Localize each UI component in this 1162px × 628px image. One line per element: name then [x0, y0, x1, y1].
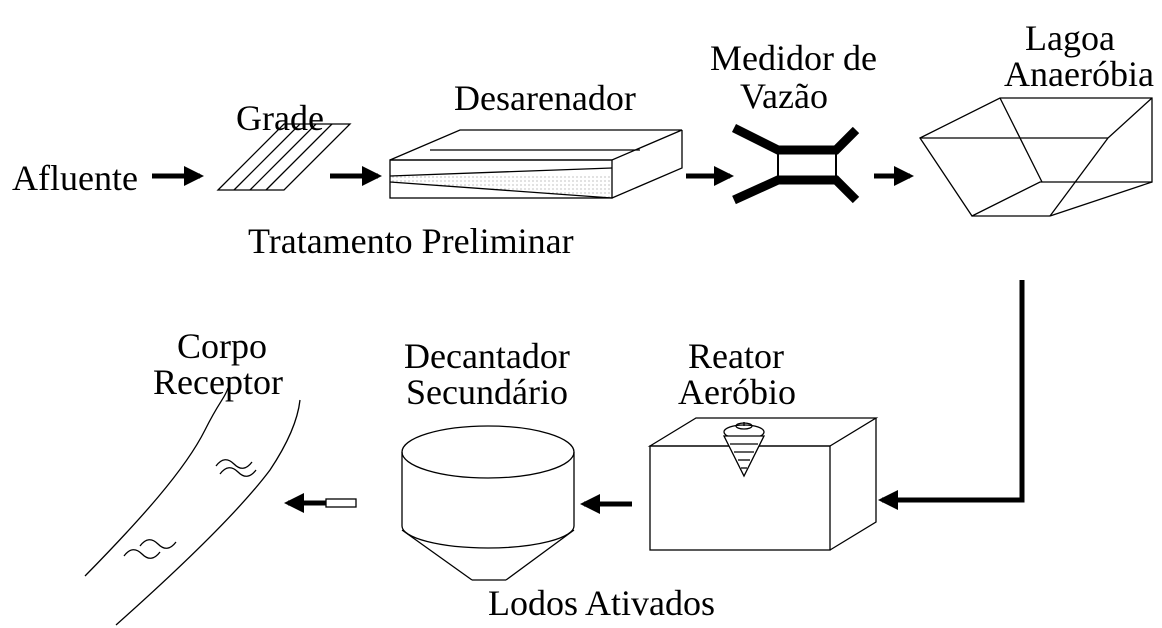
desarenador-label: Desarenador: [454, 78, 636, 118]
grade-label: Grade: [236, 98, 324, 138]
decantador-label-line1: Decantador: [404, 336, 570, 376]
medidor-label-line2: Vazão: [740, 76, 828, 116]
tratamento-preliminar-label: Tratamento Preliminar: [248, 221, 574, 261]
wave-icon: [139, 539, 177, 549]
arrow-decantador-to-corpo: [284, 493, 357, 513]
medidor-icon: [731, 123, 860, 205]
afluente-label: Afluente: [12, 158, 138, 198]
lagoa-icon: [919, 97, 1153, 217]
grade-icon: [216, 123, 352, 191]
reator-label-line1: Reator: [688, 336, 784, 376]
decantador-label-line2: Secundário: [406, 372, 568, 412]
corpo-label-line1: Corpo: [177, 326, 267, 366]
reator-label-line2: Aeróbio: [678, 372, 796, 412]
wave-icon: [219, 467, 257, 477]
corpo-label-line2: Receptor: [153, 362, 283, 402]
reator-icon: [647, 417, 879, 551]
wave-icon: [123, 549, 161, 559]
medidor-label-line1: Medidor de: [710, 38, 877, 78]
wave-icon: [215, 459, 253, 469]
desarenador-icon: [389, 129, 683, 199]
lagoa-label-line2: Anaeróbia: [1004, 54, 1154, 94]
lagoa-label-line1: Lagoa: [1025, 18, 1115, 58]
lodos-ativados-label: Lodos Ativados: [488, 583, 715, 623]
arrow-lagoa-to-reator: [878, 280, 1025, 510]
corpo-receptor-icon: [84, 387, 301, 626]
decantador-icon: [401, 425, 575, 581]
